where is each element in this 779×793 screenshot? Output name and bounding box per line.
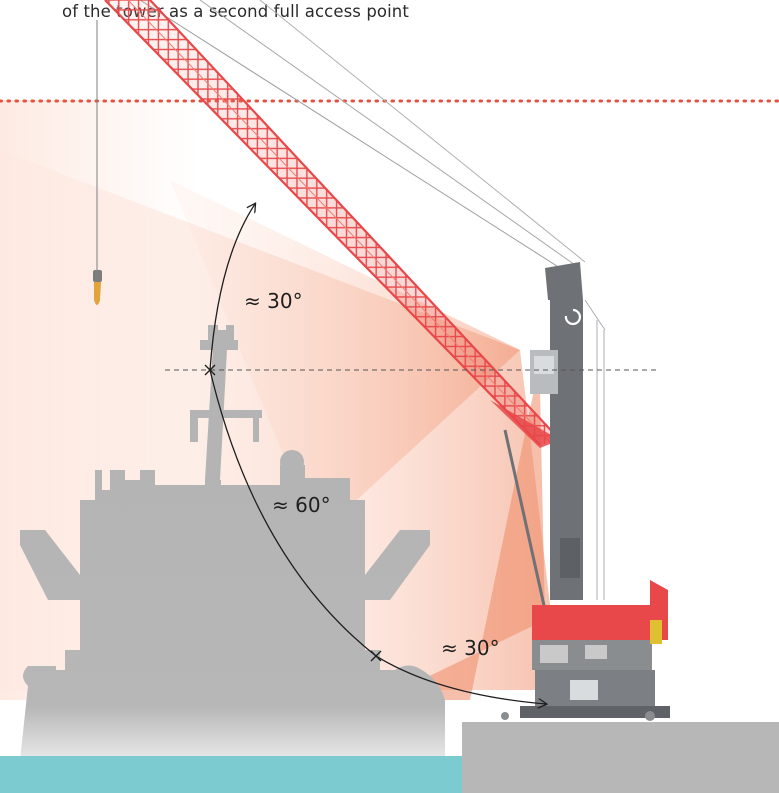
crane-tower [503, 262, 606, 611]
cross-marker-eye-level [204, 364, 216, 376]
angle-label-lower: ≈ 30° [441, 636, 500, 660]
ship-silhouette [20, 325, 445, 760]
arc-middle-60 [209, 369, 377, 657]
hook-block [93, 270, 102, 282]
angle-label-upper: ≈ 30° [244, 289, 303, 313]
view-fan-lower [380, 385, 545, 700]
crane-boom [104, 0, 561, 448]
crane-rope-1 [139, 0, 561, 269]
crane-base [501, 670, 670, 721]
quay-wall [462, 722, 779, 793]
cross-marker-deck [370, 650, 382, 662]
arc-upper-30 [209, 204, 255, 371]
crane-rope-2 [199, 0, 576, 266]
crane-platform [532, 580, 668, 670]
crane-rope-3 [259, 0, 586, 263]
hook-icon [94, 282, 101, 305]
arc-lower-30 [375, 655, 546, 704]
angle-label-middle: ≈ 60° [272, 493, 331, 517]
view-fan-main [170, 180, 560, 690]
